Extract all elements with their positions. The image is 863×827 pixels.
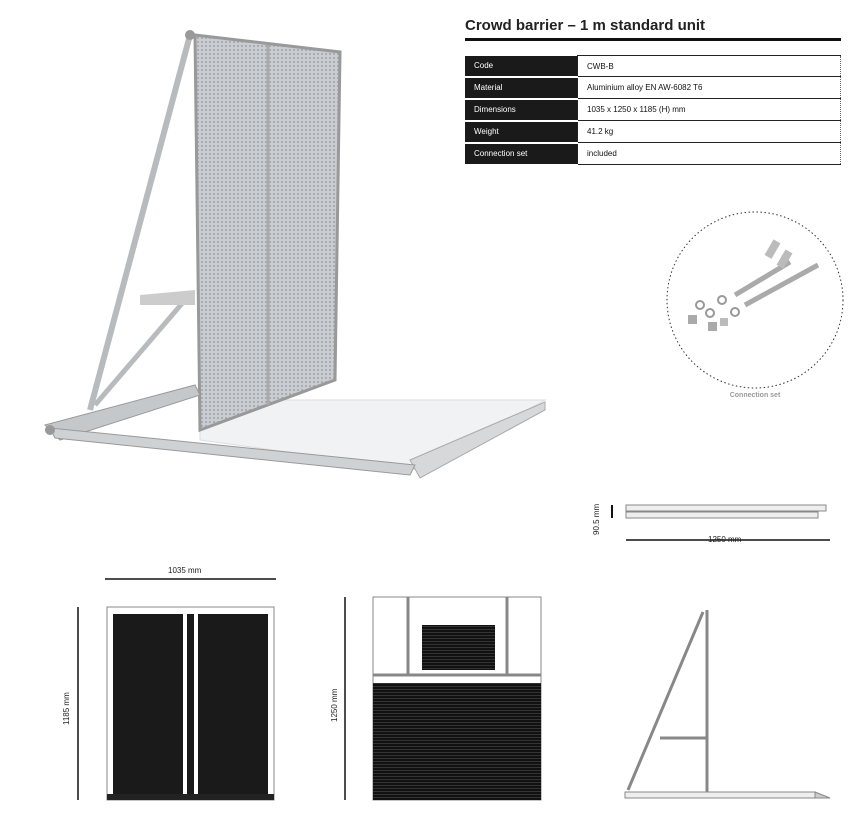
connection-set-image — [666, 211, 844, 389]
spec-label: Code — [465, 55, 578, 78]
barrier-3d-image — [44, 30, 547, 479]
front-view-drawing — [77, 578, 276, 801]
connection-set-caption: Connection set — [729, 392, 781, 399]
side-view-drawing — [624, 610, 831, 799]
title-rule — [465, 38, 841, 41]
front-width-dimension: 1035 mm — [168, 566, 202, 575]
spec-label: Weight — [465, 120, 578, 144]
spec-value: included — [577, 142, 841, 165]
page-title: Crowd barrier – 1 m standard unit — [465, 17, 706, 34]
rear-height-dimension: 1250 mm — [330, 688, 339, 722]
spec-label: Connection set — [465, 142, 578, 166]
spec-label: Material — [465, 76, 578, 100]
top-height-dimension: 90.5 mm — [592, 503, 601, 535]
top-length-dimension: 1250 mm — [708, 535, 742, 544]
spec-label: Dimensions — [465, 98, 578, 122]
front-height-dimension: 1185 mm — [62, 692, 71, 725]
rear-view-drawing — [344, 596, 542, 801]
top-view-drawing — [611, 504, 830, 541]
